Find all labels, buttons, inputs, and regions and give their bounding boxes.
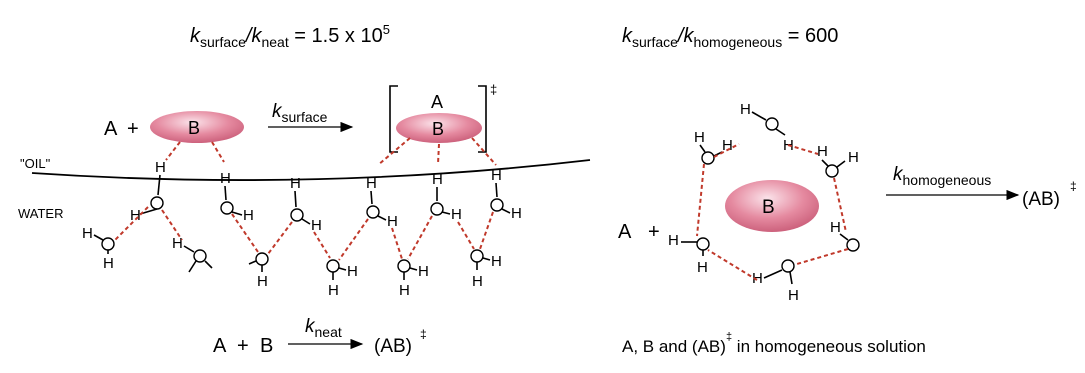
h-atom: H — [432, 171, 443, 188]
homog-b-ellipse — [725, 180, 819, 232]
b-label: B — [188, 118, 200, 138]
water-label: WATER — [18, 206, 64, 221]
k-neat-label: kneat — [305, 316, 342, 340]
homog-plus-sign: + — [648, 221, 660, 243]
homog-product: (AB) — [1022, 189, 1060, 210]
h-atom: H — [491, 253, 502, 270]
k-surface-label: ksurface — [272, 101, 328, 125]
hbond-network — [114, 206, 494, 261]
ratio-surface-neat: ksurface/kneat = 1.5 x 105 — [190, 22, 390, 50]
ts-bracket-right — [478, 85, 487, 153]
h-atom: H — [668, 232, 679, 249]
h-atom: H — [491, 167, 502, 184]
h-atom: H — [418, 263, 429, 280]
ts-dagger: ‡ — [490, 82, 497, 97]
h-atom: H — [311, 217, 322, 234]
o-atom — [290, 208, 304, 222]
surface-water-group: H H H H H H H H H H H H — [130, 159, 522, 234]
h-atom: H — [399, 282, 410, 299]
o-atom — [430, 202, 444, 216]
hbond — [211, 141, 225, 163]
h-atom: H — [82, 225, 93, 242]
o-atom — [490, 198, 504, 212]
h-atom: H — [347, 263, 358, 280]
h-atom: H — [752, 270, 763, 287]
ratio-surface-homogeneous: ksurface/khomogeneous = 600 — [622, 25, 838, 50]
b-molecule-ellipse — [150, 111, 244, 143]
ts-a-label: A — [431, 92, 443, 112]
o-atom — [696, 237, 710, 251]
o-atom — [101, 237, 115, 251]
h-atom: H — [155, 159, 166, 176]
oil-water-interface — [31, 159, 591, 181]
o-atom — [397, 259, 411, 273]
homog-b-label: B — [762, 197, 775, 218]
h-atom: H — [817, 143, 828, 160]
h-atom: H — [511, 205, 522, 222]
o-atom — [781, 259, 795, 273]
o-atom — [701, 151, 715, 165]
neat-dagger: ‡ — [420, 327, 427, 341]
o-atom — [255, 252, 269, 266]
h-atom: H — [290, 175, 301, 192]
h-atom: H — [697, 259, 708, 276]
o-atom — [846, 238, 860, 252]
h-atom: H — [722, 137, 733, 154]
ts-bracket-left — [389, 85, 398, 153]
h-atom: H — [257, 273, 268, 290]
h-atom: H — [740, 101, 751, 118]
ts-b-label: B — [432, 119, 444, 139]
h-atom: H — [788, 287, 799, 304]
h-atom: H — [694, 129, 705, 146]
neat-a: A — [213, 335, 227, 357]
hbond — [437, 143, 440, 165]
o-atom — [470, 249, 484, 263]
h-atom: H — [366, 175, 377, 192]
h-atom: H — [451, 206, 462, 223]
h-atom: H — [848, 149, 859, 166]
homog-reactant-a: A — [618, 221, 632, 243]
bulk-water-group: H H H H H H H H H H — [82, 225, 502, 299]
h-atom: H — [830, 219, 841, 236]
h-atom: H — [220, 170, 231, 187]
oil-label: "OIL" — [20, 156, 51, 171]
o-atom — [150, 196, 164, 210]
ts-b-ellipse — [396, 113, 482, 143]
hbond — [165, 141, 181, 161]
o-atom — [220, 201, 234, 215]
neat-plus: + — [237, 335, 249, 357]
water-cage: H H H H H H H H H H H — [668, 101, 860, 304]
homogeneous-solution-note: A, B and (AB)‡ in homogeneous solution — [622, 331, 926, 356]
h-atom: H — [103, 255, 114, 272]
h-atom: H — [130, 207, 141, 224]
o-atom — [765, 117, 779, 131]
reactant-a: A — [104, 118, 118, 140]
o-atom — [366, 205, 380, 219]
h-atom: H — [387, 213, 398, 230]
h-atom: H — [328, 282, 339, 299]
plus-sign: + — [127, 118, 139, 140]
h-atom: H — [472, 273, 483, 290]
h-atom: H — [172, 235, 183, 252]
o-atom — [825, 164, 839, 178]
k-homogeneous-label: khomogeneous — [893, 164, 991, 188]
neat-product: (AB) — [374, 336, 412, 357]
h-atom: H — [243, 207, 254, 224]
neat-b: B — [260, 335, 273, 357]
o-atom — [193, 249, 207, 263]
homog-dagger: ‡ — [1070, 179, 1077, 193]
hbond — [471, 137, 497, 166]
o-atom — [326, 259, 340, 273]
